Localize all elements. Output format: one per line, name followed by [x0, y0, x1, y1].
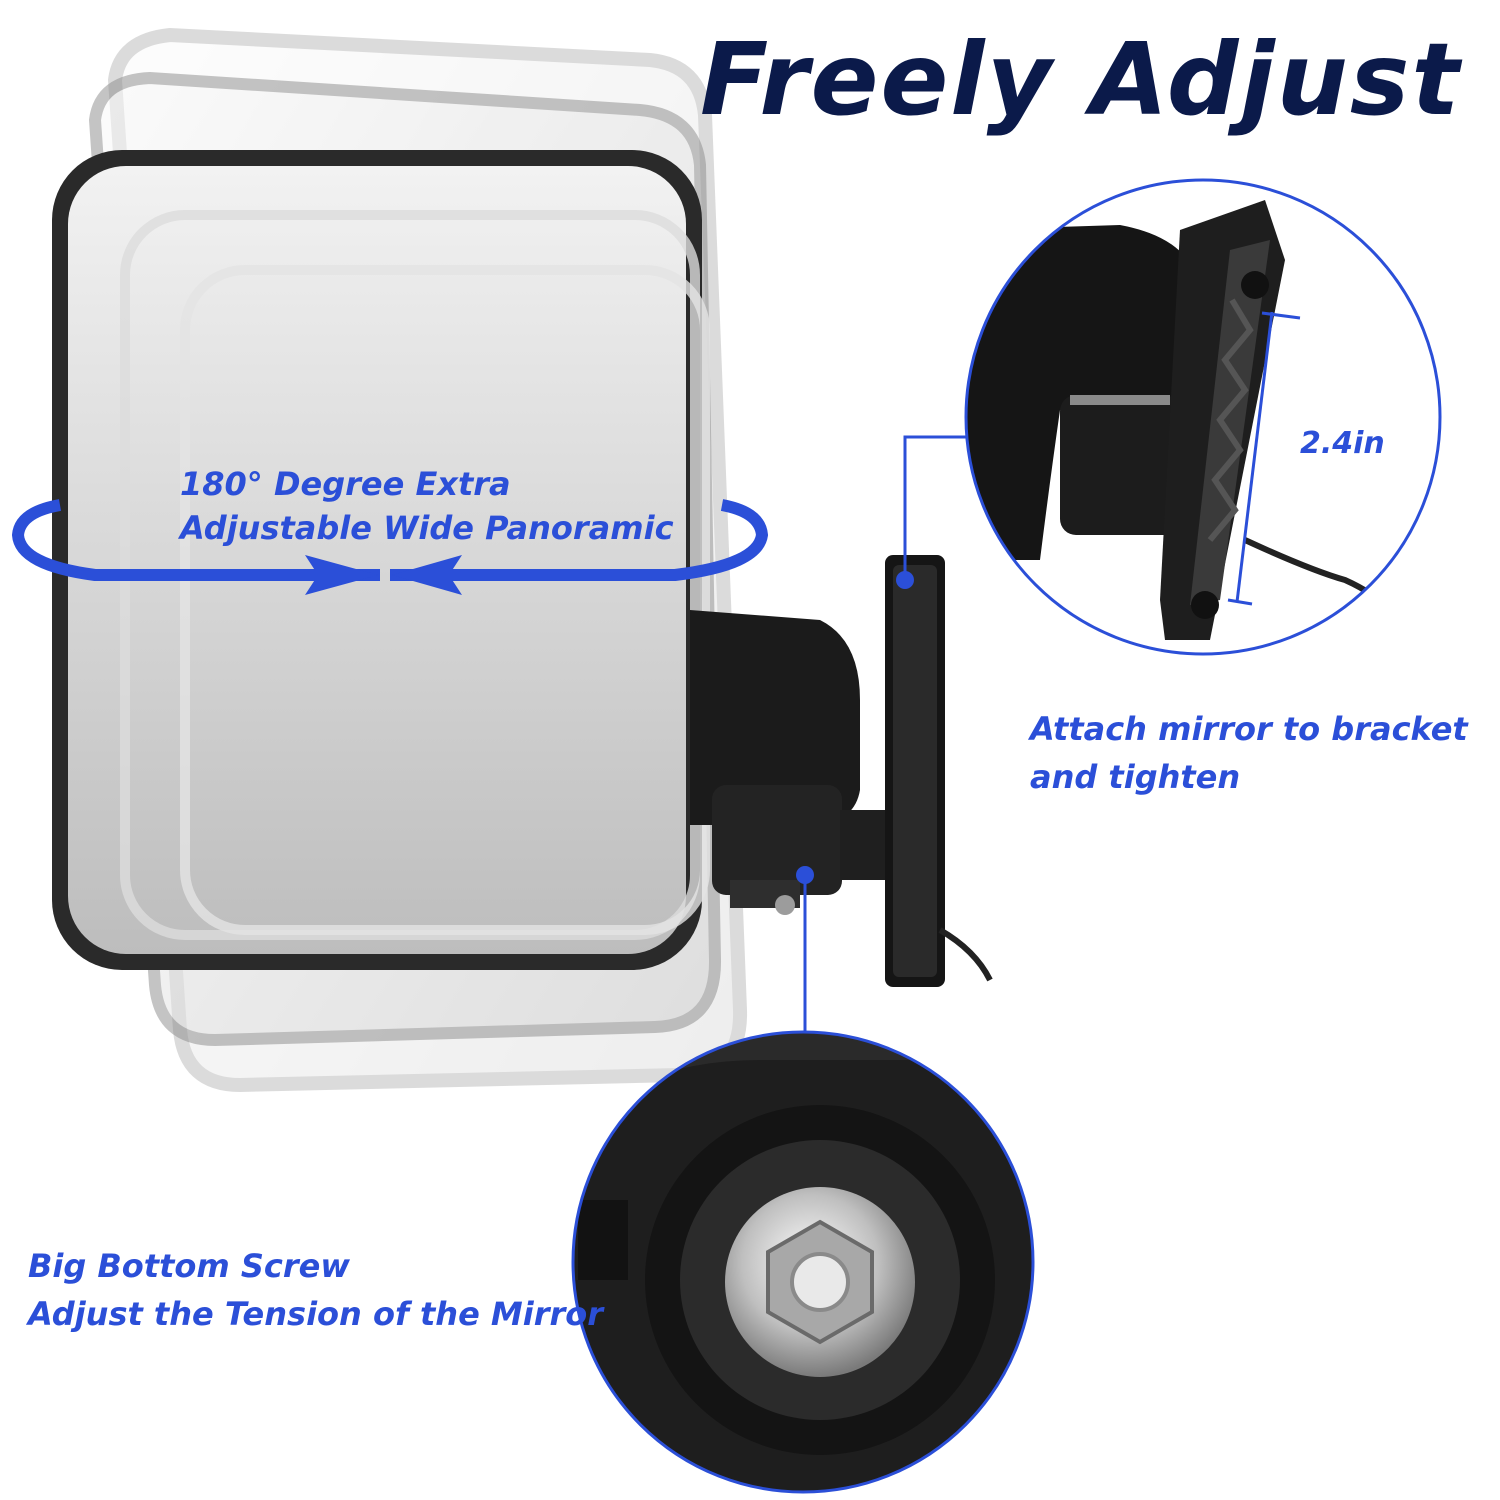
caption-rotation-line-2: Adjustable Wide Panoramic [180, 509, 674, 547]
caption-attach: Attach mirror to bracket and tighten [1030, 705, 1468, 801]
caption-attach-line-1: Attach mirror to bracket [1030, 710, 1468, 748]
caption-attach-line-2: and tighten [1030, 758, 1241, 796]
zoom-screw [571, 1030, 1035, 1494]
leader-lines [803, 435, 968, 1032]
dimension-label: 2.4in [1300, 426, 1385, 461]
headline: Freely Adjust [700, 21, 1462, 138]
leader-dot-bracket [896, 571, 914, 589]
caption-rotation-line-1: 180° Degree Extra [180, 465, 511, 503]
caption-screw: Big Bottom Screw Adjust the Tension of t… [28, 1242, 603, 1338]
caption-screw-line-1: Big Bottom Screw [28, 1247, 350, 1285]
dimension-marker [1227, 311, 1301, 606]
leader-dot-screw [796, 866, 814, 884]
mirror-main [52, 150, 710, 970]
zoom-bracket [964, 178, 1442, 656]
caption-rotation: 180° Degree Extra Adjustable Wide Panora… [180, 462, 674, 550]
rotation-arrow [11, 499, 769, 595]
mirror-arm [690, 555, 993, 987]
caption-screw-line-2: Adjust the Tension of the Mirror [28, 1295, 604, 1333]
